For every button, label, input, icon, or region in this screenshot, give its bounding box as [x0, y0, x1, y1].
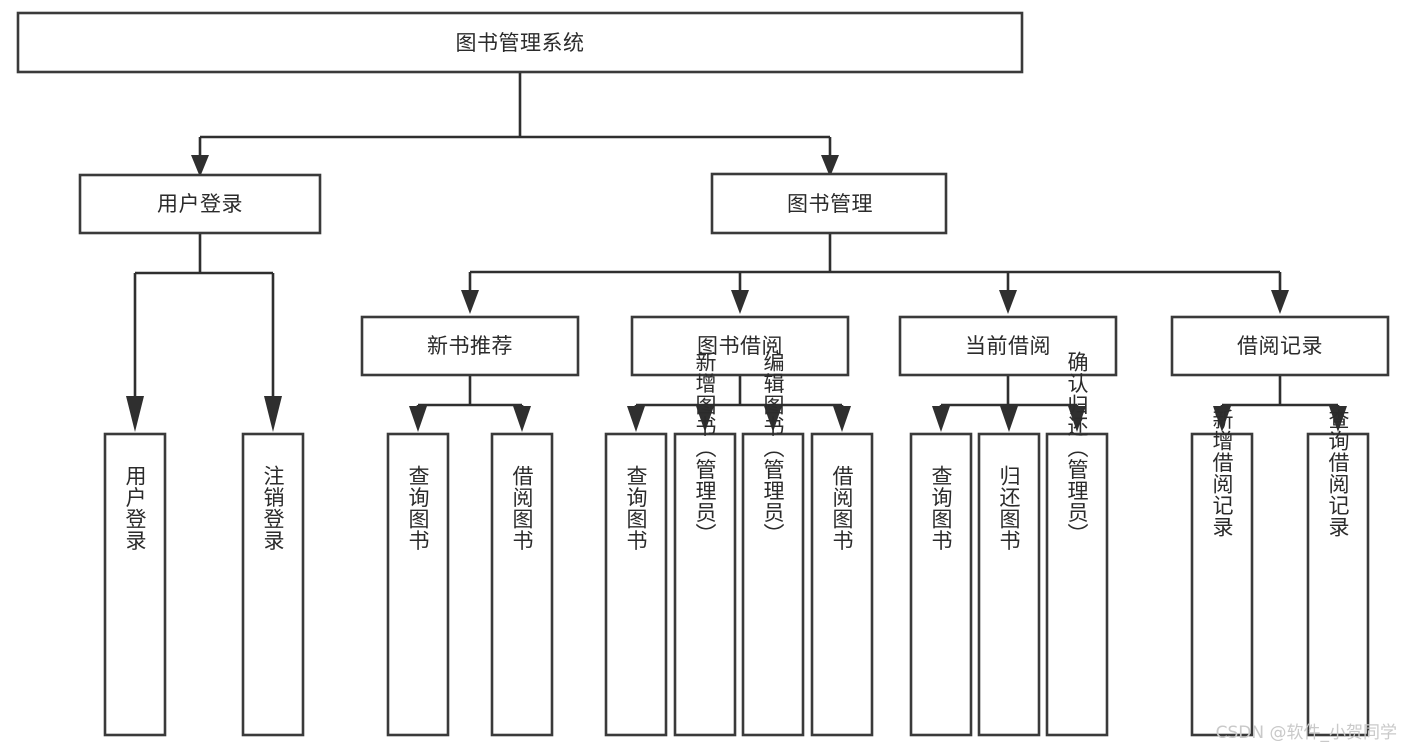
leaf-logout[interactable]: 注销登录 [241, 432, 305, 737]
leaf-nb-query-book-box[interactable] [386, 432, 450, 737]
leaf-user-login-label: 用户登录 [123, 465, 147, 551]
node-user-login-label: 用户登录 [157, 192, 243, 216]
leaf-cb-query-book-box[interactable] [909, 432, 973, 737]
node-borrow-records-box[interactable] [1170, 315, 1390, 377]
leaf-bb-query-book-label: 查询图书 [624, 465, 648, 551]
node-user-login-box[interactable] [78, 173, 322, 235]
leaf-nb-borrow-book[interactable]: 借阅图书 [490, 432, 554, 737]
leaf-br-add-record-box[interactable] [1190, 432, 1254, 737]
node-new-book-recommend-box[interactable] [360, 315, 580, 377]
leaf-bb-edit-book-box[interactable] [741, 432, 805, 737]
arrow-to-leaf-user-login [126, 396, 144, 432]
connector-layer [126, 72, 1347, 432]
leaf-cb-return-book-box[interactable] [977, 432, 1041, 737]
arrow-to-user-login [191, 155, 209, 177]
arrow-to-cb-query-book [932, 406, 950, 432]
arrow-to-leaf-logout [264, 396, 282, 432]
leaf-bb-edit-book[interactable]: 编辑图书（管理员） [741, 351, 805, 737]
node-book-management[interactable]: 图书管理 [710, 172, 948, 235]
node-current-borrow-box[interactable] [898, 315, 1118, 377]
node-current-borrow[interactable]: 当前借阅 [898, 315, 1118, 377]
leaf-nb-query-book[interactable]: 查询图书 [386, 432, 450, 737]
csdn-watermark: CSDN @软件_小贺同学 [1215, 723, 1397, 743]
arrow-to-nb-borrow-book [513, 406, 531, 432]
leaf-br-query-record-label: 查询借阅记录 [1326, 409, 1350, 538]
node-book-borrow-label: 图书借阅 [697, 334, 783, 358]
node-current-borrow-label: 当前借阅 [965, 334, 1051, 358]
leaf-cb-confirm-return[interactable]: 确认归还（管理员） [1045, 351, 1109, 737]
leaf-nb-query-book-label: 查询图书 [406, 465, 430, 551]
arrow-to-bb-borrow-book [833, 406, 851, 432]
node-borrow-records[interactable]: 借阅记录 [1170, 315, 1390, 377]
leaf-cb-confirm-return-label: 确认归还（管理员） [1065, 351, 1089, 545]
leaf-bb-add-book-label: 新增图书（管理员） [693, 351, 717, 545]
node-book-management-label: 图书管理 [787, 192, 873, 216]
leaf-bb-query-book-box[interactable] [604, 432, 668, 737]
node-root[interactable]: 图书管理系统 [16, 11, 1024, 74]
leaf-br-query-record[interactable]: 查询借阅记录 [1306, 409, 1370, 737]
node-book-management-box[interactable] [710, 172, 948, 235]
node-root-label: 图书管理系统 [456, 31, 585, 55]
leaf-br-add-record[interactable]: 新增借阅记录 [1190, 409, 1254, 737]
arrow-to-bb-add-book [696, 406, 714, 432]
leaf-nb-borrow-book-label: 借阅图书 [510, 465, 534, 551]
arrow-to-cb-confirm-return [1068, 406, 1086, 432]
leaf-cb-return-book[interactable]: 归还图书 [977, 432, 1041, 737]
arrow-to-br-add-record [1213, 406, 1231, 432]
node-user-login[interactable]: 用户登录 [78, 173, 322, 235]
leaf-bb-borrow-book[interactable]: 借阅图书 [810, 432, 874, 737]
arrow-to-book-mgmt [821, 155, 839, 177]
arrow-to-new-book [461, 290, 479, 314]
arrow-to-borrow-records [1271, 290, 1289, 314]
node-root-box[interactable] [16, 11, 1024, 74]
leaf-cb-return-book-label: 归还图书 [997, 465, 1021, 551]
leaf-cb-confirm-return-box[interactable] [1045, 432, 1109, 737]
leaf-bb-query-book[interactable]: 查询图书 [604, 432, 668, 737]
arrow-to-nb-query-book [409, 406, 427, 432]
leaf-bb-edit-book-label: 编辑图书（管理员） [761, 351, 785, 545]
node-new-book-recommend-label: 新书推荐 [427, 334, 513, 358]
leaf-bb-add-book[interactable]: 新增图书（管理员） [673, 351, 737, 737]
node-book-borrow[interactable]: 图书借阅 [630, 315, 850, 377]
leaf-br-add-record-label: 新增借阅记录 [1210, 409, 1234, 538]
arrow-to-bb-edit-book [764, 406, 782, 432]
arrow-to-bb-query-book [627, 406, 645, 432]
leaf-cb-query-book[interactable]: 查询图书 [909, 432, 973, 737]
node-book-borrow-box[interactable] [630, 315, 850, 377]
arrow-to-br-query-record [1329, 406, 1347, 432]
arrow-to-book-borrow [731, 290, 749, 314]
leaf-user-login-box[interactable] [103, 432, 167, 737]
arrow-to-cb-return-book [1000, 406, 1018, 432]
leaf-user-login[interactable]: 用户登录 [103, 432, 167, 737]
node-borrow-records-label: 借阅记录 [1237, 334, 1323, 358]
node-new-book-recommend[interactable]: 新书推荐 [360, 315, 580, 377]
leaf-cb-query-book-label: 查询图书 [929, 465, 953, 551]
leaf-bb-add-book-box[interactable] [673, 432, 737, 737]
leaf-br-query-record-box[interactable] [1306, 432, 1370, 737]
leaf-logout-label: 注销登录 [261, 465, 285, 551]
leaf-logout-box[interactable] [241, 432, 305, 737]
leaf-nb-borrow-book-box[interactable] [490, 432, 554, 737]
leaf-bb-borrow-book-label: 借阅图书 [830, 465, 854, 551]
arrow-to-current-borrow [999, 290, 1017, 314]
leaf-bb-borrow-book-box[interactable] [810, 432, 874, 737]
